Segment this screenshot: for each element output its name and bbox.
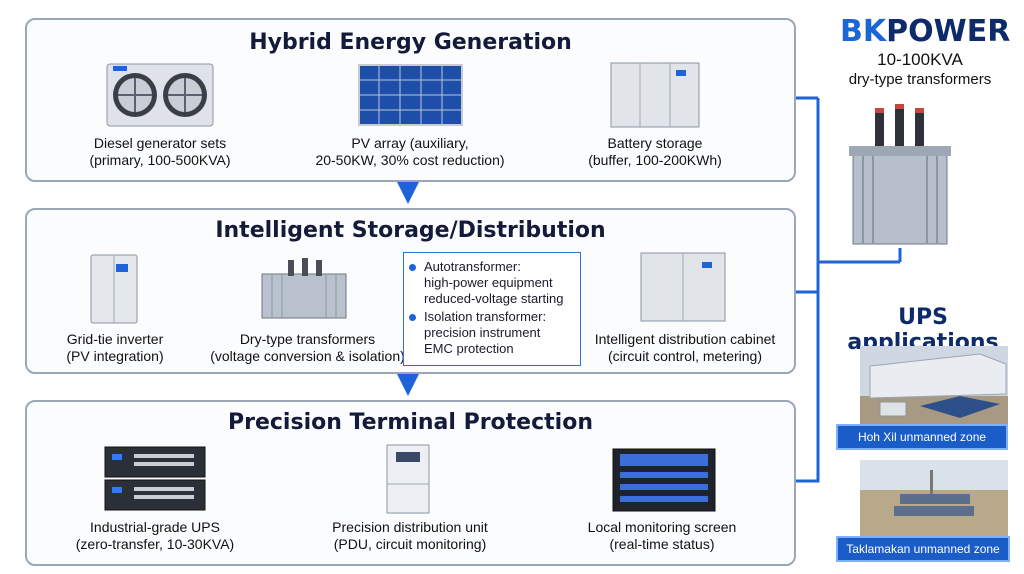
panel-title: Intelligent Storage/Distribution <box>215 218 606 243</box>
monitoring-rack-icon <box>612 448 716 512</box>
pdu-cabinet-icon <box>386 444 430 514</box>
pv-array-caption: PV array (auxiliary,20-50KW, 30% cost re… <box>315 135 505 168</box>
transformer-types-annotation: Autotransformer: high-power equipment re… <box>403 252 581 366</box>
site-badge-taklamakan: Taklamakan unmanned zone <box>836 536 1010 562</box>
bullet-icon <box>409 314 416 321</box>
diesel-generator-caption: Diesel generator sets(primary, 100-500KV… <box>89 135 231 168</box>
bullet-icon <box>409 264 416 271</box>
battery-cabinet-icon <box>610 62 700 128</box>
battery-storage-caption: Battery storage(buffer, 100-200KWh) <box>588 135 722 168</box>
diesel-generator-icon <box>106 63 214 127</box>
distribution-cabinet-icon <box>640 252 726 322</box>
pv-array-icon <box>358 64 463 126</box>
monitoring-caption: Local monitoring screen(real-time status… <box>587 519 737 552</box>
annotation-autotransformer: Autotransformer: high-power equipment re… <box>404 259 580 307</box>
brand-subtitle-rating: 10-100KVA <box>877 50 963 69</box>
pdu-caption: Precision distribution unit(PDU, circuit… <box>332 519 488 552</box>
inverter-caption: Grid-tie inverter(PV integration) <box>66 331 164 364</box>
site-badge-hoh-xil: Hoh Xil unmanned zone <box>836 424 1008 450</box>
ups-rack-icon <box>104 446 206 511</box>
ups-caption: Industrial-grade UPS(zero-transfer, 10-3… <box>75 519 235 552</box>
taklamakan-site-photo <box>860 460 1008 536</box>
oil-transformer-icon <box>849 104 951 245</box>
hoh-xil-site-photo <box>860 346 1008 426</box>
dry-type-transformer-icon <box>261 258 347 319</box>
distribution-cabinet-caption: Intelligent distribution cabinet(circuit… <box>594 331 776 364</box>
panel-title: Hybrid Energy Generation <box>249 30 572 55</box>
brand-subtitle-product: dry-type transformers <box>848 71 992 88</box>
annotation-isolation-transformer: Isolation transformer: precision instrum… <box>404 309 580 357</box>
grid-tie-inverter-icon <box>90 254 138 324</box>
brand-logo: BKPOWER <box>840 14 1011 49</box>
panel-title: Precision Terminal Protection <box>228 410 593 435</box>
dry-type-transformer-caption: Dry-type transformers(voltage conversion… <box>210 331 405 364</box>
